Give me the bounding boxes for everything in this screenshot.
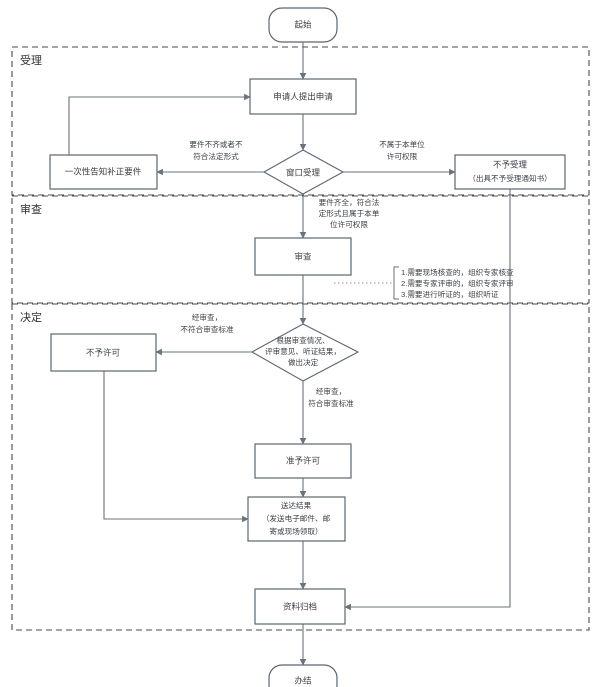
- node-review-label: 审查: [294, 251, 312, 261]
- node-submit-application[interactable]: [249, 78, 357, 115]
- review-note-item-1: 1.需要现场核查的，组织专家核查: [401, 267, 514, 277]
- node-deliver-result-label-1: 送达结果: [281, 500, 312, 510]
- review-note-item-3: 3.需要进行听证的，组织听证: [401, 289, 499, 299]
- node-deliver-result-label-3: 寄或现场领取）: [269, 526, 322, 536]
- node-notify-correction-label: 一次性告知补正要件: [65, 166, 142, 176]
- edge-label-incomplete-2: 符合法定形式: [193, 151, 239, 161]
- node-reject-acceptance-label-1: 不予受理: [493, 159, 528, 169]
- node-no-permit[interactable]: [50, 333, 157, 372]
- node-start-label: 起始: [294, 19, 312, 29]
- edge-nopermit-to-deliver: [103, 371, 249, 523]
- edge-label-pass-review-1: 经审查，: [316, 386, 346, 396]
- node-make-decision[interactable]: [250, 323, 360, 382]
- node-archive-label: 资料归档: [283, 601, 317, 611]
- review-note-bracket: [393, 266, 399, 300]
- node-make-decision-label-2: 评审意见、听证结果，: [265, 346, 341, 356]
- swimlane-review-label: 审查: [20, 202, 42, 216]
- node-grant-permit-label: 准予许可: [286, 455, 321, 465]
- swimlane-acceptance: [11, 46, 590, 196]
- swimlane-decision-label: 决定: [20, 310, 42, 324]
- node-review[interactable]: [254, 237, 352, 276]
- node-window-acceptance[interactable]: [262, 149, 345, 195]
- edge-label-no-authority-1: 不属于本单位: [379, 139, 425, 149]
- edge-label-pass-review-2: 符合审查标准: [308, 398, 354, 408]
- edge-label-fail-review-2: 不符合审查标准: [180, 324, 234, 334]
- edge-reject-to-archive: [344, 189, 511, 611]
- node-window-acceptance-label: 窗口受理: [286, 167, 321, 177]
- node-start[interactable]: [268, 7, 338, 43]
- edge-label-complete-2: 定形式且属于本单: [319, 208, 380, 218]
- node-archive[interactable]: [254, 588, 346, 625]
- node-end[interactable]: [268, 664, 338, 687]
- edge-label-complete-1: 要件齐全，符合法: [319, 197, 380, 207]
- swimlane-review: [11, 195, 590, 304]
- edge-label-no-authority-2: 许可权限: [387, 151, 418, 161]
- node-notify-correction[interactable]: [49, 154, 158, 190]
- swimlane-decision: [11, 303, 590, 631]
- node-end-label: 办结: [294, 675, 311, 685]
- node-no-permit-label: 不予许可: [86, 347, 121, 357]
- swimlane-acceptance-label: 受理: [20, 54, 42, 67]
- node-reject-acceptance-label-2: （出具不予受理通知书）: [468, 173, 552, 183]
- node-grant-permit[interactable]: [254, 443, 352, 479]
- edge-label-complete-3: 位许可权限: [330, 219, 368, 229]
- node-submit-application-label: 申请人提出申请: [273, 91, 333, 101]
- review-note-item-2: 2.需要专家评审的，组织专家评审: [401, 278, 514, 288]
- edge-label-fail-review-1: 经审查，: [192, 312, 222, 322]
- node-deliver-result[interactable]: [247, 496, 346, 542]
- edge-label-incomplete-1: 要件不齐或者不: [189, 139, 243, 149]
- node-make-decision-label-1: 根据审查情况、: [276, 335, 329, 345]
- node-deliver-result-label-2: （发送电子邮件、邮: [262, 513, 331, 523]
- node-make-decision-label-3: 做出决定: [288, 357, 319, 367]
- edge-correction-to-submit: [68, 93, 251, 155]
- node-reject-acceptance[interactable]: [454, 154, 566, 190]
